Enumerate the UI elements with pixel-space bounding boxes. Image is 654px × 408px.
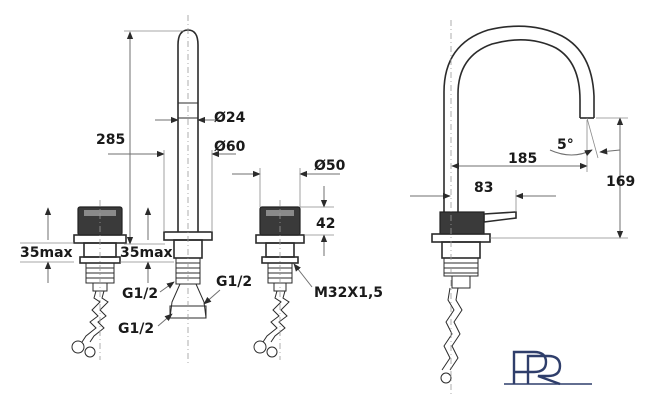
- label-285: 285: [96, 132, 125, 148]
- label-83: 83: [474, 180, 493, 196]
- label-angle: 5°: [557, 137, 574, 153]
- label-diam-60: Ø60: [214, 139, 246, 155]
- dim-diam-24: Ø24: [155, 110, 246, 126]
- label-g12-a: G1/2: [122, 286, 158, 302]
- label-35max-mid: 35max: [120, 245, 173, 261]
- brand-logo: [504, 350, 592, 386]
- dim-35max-mid: 35max: [120, 207, 174, 283]
- label-diam-50: Ø50: [314, 158, 346, 174]
- dim-169: 169: [490, 117, 635, 239]
- center-spout: [163, 15, 213, 365]
- label-g12-b: G1/2: [216, 274, 252, 290]
- dim-diam-50: Ø50: [232, 158, 346, 207]
- right-handle: [253, 200, 305, 360]
- dim-285: 285: [96, 30, 184, 245]
- dim-185: 185: [451, 120, 588, 172]
- label-g12-c: G1/2: [118, 321, 154, 337]
- dim-35max-left: 35max: [20, 207, 74, 283]
- left-handle: [71, 200, 127, 360]
- dim-angle: 5°: [549, 117, 621, 159]
- label-185: 185: [508, 151, 537, 167]
- dim-g12: G1/2 G1/2 G1/2: [118, 274, 252, 337]
- label-diam-24: Ø24: [214, 110, 246, 126]
- label-35max-left: 35max: [20, 245, 73, 261]
- dim-83: 83: [410, 180, 556, 212]
- side-view-faucet: [431, 20, 595, 395]
- dim-diam-60: Ø60: [108, 139, 246, 232]
- label-42: 42: [316, 216, 335, 232]
- label-thread: M32X1,5: [314, 285, 383, 301]
- label-169: 169: [606, 174, 635, 190]
- dim-42: 42: [300, 186, 335, 256]
- dim-thread: M32X1,5: [293, 263, 383, 301]
